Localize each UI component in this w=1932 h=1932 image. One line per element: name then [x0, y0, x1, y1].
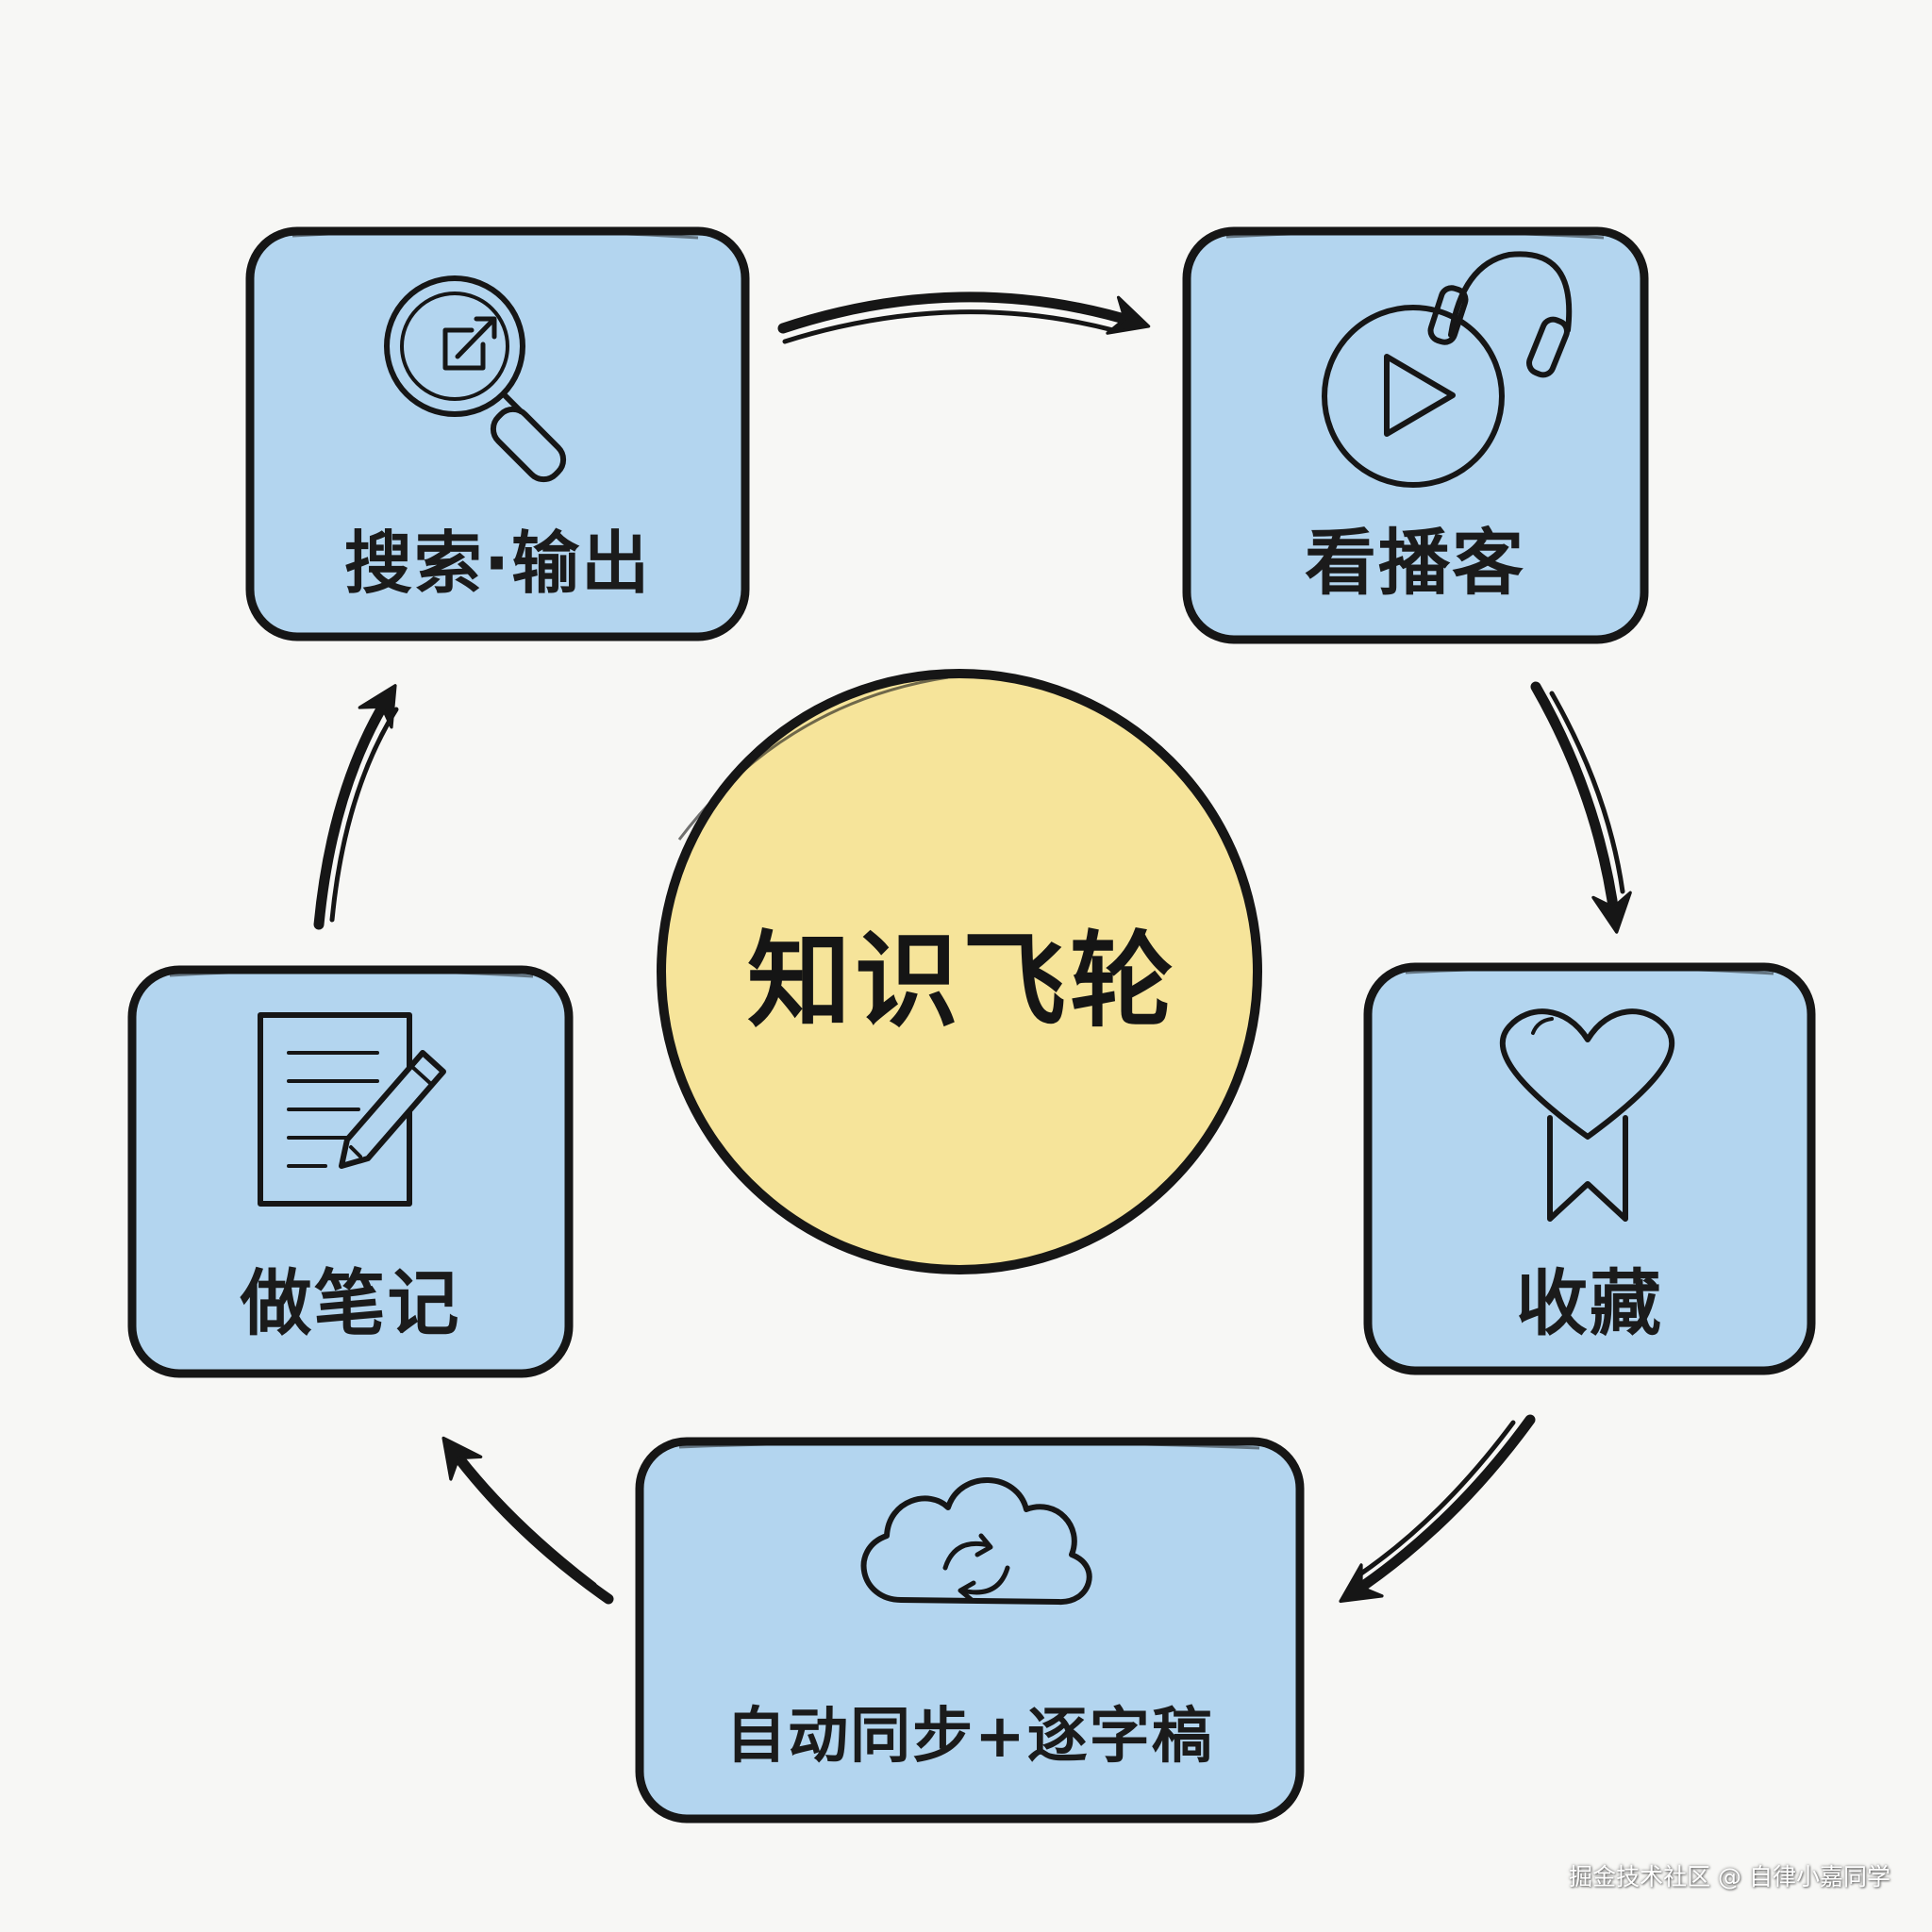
- center-label: 知识飞轮: [747, 921, 1177, 1041]
- node-box-notes: [127, 965, 574, 1378]
- arrow-sync-to-notes: [441, 1436, 614, 1605]
- node-label-notes: 做笔记: [240, 1261, 461, 1345]
- heart-bookmark-icon: [1499, 1008, 1675, 1222]
- magnifier-link-icon: [384, 275, 567, 483]
- arrow-collect-to-sync: [1339, 1414, 1536, 1603]
- arrow-podcast-to-collect: [1530, 681, 1632, 934]
- node-label-sync: 自动同步+逐字稿: [725, 1702, 1214, 1772]
- node-label-collect: 收藏: [1516, 1261, 1663, 1345]
- node-box-podcast: [1182, 226, 1649, 644]
- arrow-search-to-podcast: [777, 291, 1151, 344]
- node-box-sync: [635, 1437, 1305, 1824]
- arrow-notes-to-search: [313, 684, 399, 930]
- center-circle: [657, 669, 1262, 1274]
- node-box-collect: [1363, 962, 1816, 1375]
- node-box-search: [245, 226, 750, 641]
- watermark-text: 掘金技术社区 @ 自律小嘉同学: [1569, 1863, 1890, 1890]
- cloud-sync-icon: [860, 1477, 1092, 1606]
- node-label-search: 搜索·输出: [343, 523, 652, 603]
- notepad-pencil-icon: [258, 1012, 446, 1207]
- node-label-podcast: 看播客: [1305, 521, 1525, 605]
- play-headphones-icon: [1322, 251, 1573, 488]
